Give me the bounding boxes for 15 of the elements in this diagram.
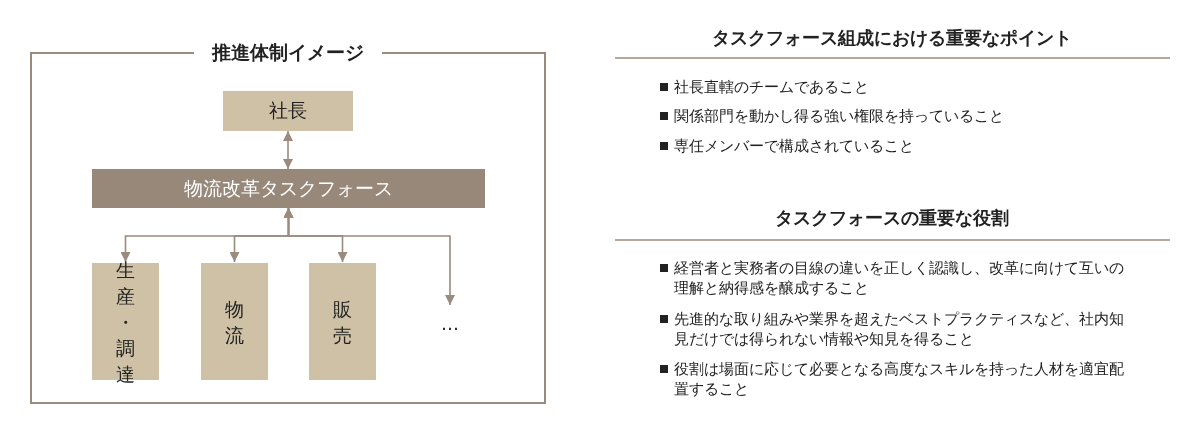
taskforce-bar: 物流改革タスクフォース: [92, 169, 485, 208]
bullet-item: 先進的な取り組みや業界を超えたベストプラクティスなど、社内知見だけでは得られない情報や知見を得ること: [660, 309, 1130, 349]
bullet-item: 社長直轄のチームであること: [660, 77, 1130, 97]
org-box: 販売: [309, 263, 376, 380]
arrow: [283, 130, 293, 170]
section-heading: タスクフォース組成における重要なポイント: [712, 26, 1072, 50]
arrow: [283, 207, 455, 306]
org-box: 物流: [201, 263, 268, 380]
bullet-item: 役割は場面に応じて必要となる高度なスキルを持った人材を適宜配置すること: [660, 359, 1130, 399]
bullet-item: 関係部門を動かし得る強い権限を持っていること: [660, 106, 1130, 126]
bullet-item: 経営者と実務者の目線の違いを正しく認識し、改革に向けて互いの理解と納得感を醸成すること: [660, 258, 1130, 298]
section-heading: タスクフォースの重要な役割: [775, 206, 1009, 230]
ellipsis-text: …: [430, 306, 470, 340]
org-box: 社長: [223, 91, 353, 131]
bullet-item: 専任メンバーで構成されていること: [660, 136, 1130, 156]
